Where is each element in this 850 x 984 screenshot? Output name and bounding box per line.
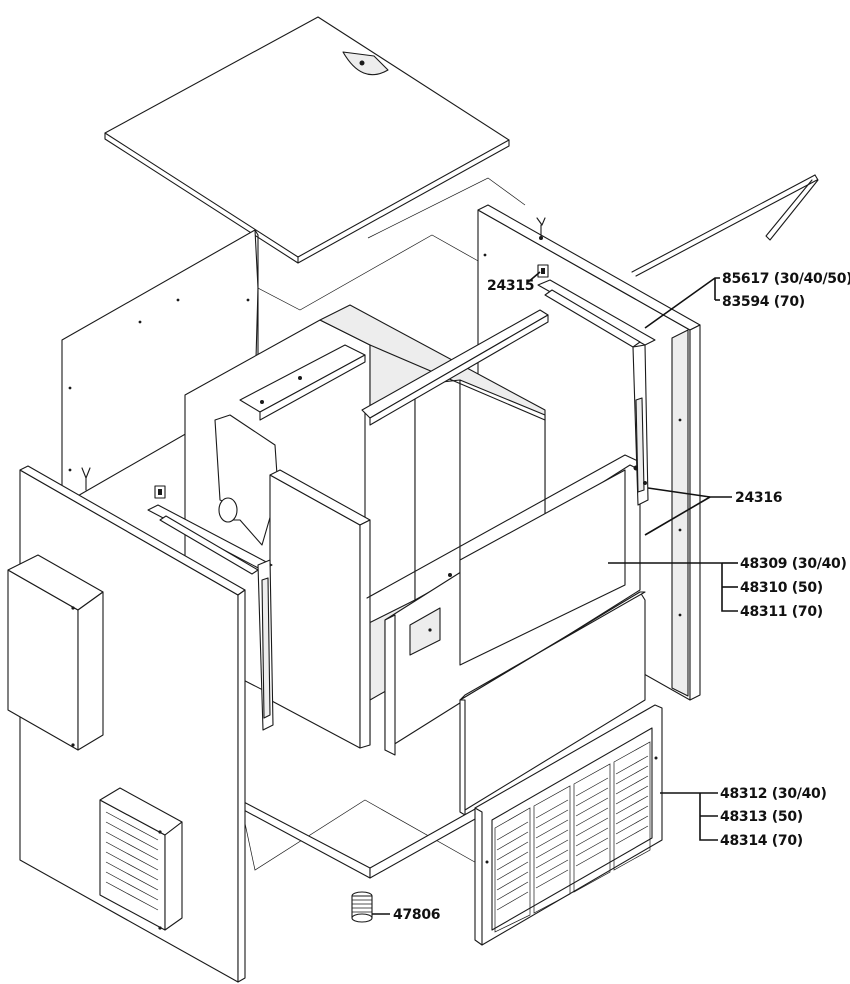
callout-48310: 48310 (50): [740, 580, 823, 596]
callout-48312: 48312 (30/40): [720, 786, 827, 802]
front-grille: [474, 704, 663, 946]
callout-48314: 48314 (70): [720, 833, 803, 849]
lower-front-panel: [459, 591, 646, 816]
callout-85617: 85617 (30/40/50): [722, 271, 850, 287]
left-hinge-bracket: [147, 504, 274, 731]
callout-48311: 48311 (70): [740, 604, 823, 620]
callout-48313: 48313 (50): [720, 809, 803, 825]
cross-braces: [239, 309, 549, 426]
base-frame: [239, 794, 501, 879]
callout-48309: 48309 (30/40): [740, 556, 847, 572]
callout-83594: 83594 (70): [722, 294, 805, 310]
callout-24315: 24315: [487, 278, 534, 294]
bin-front-panel: [366, 454, 641, 756]
callout-47806: 47806: [393, 907, 440, 923]
front-inner-panel: [269, 469, 371, 749]
leader-lines: [372, 271, 738, 915]
leg-spring: [351, 891, 373, 923]
ice-chute: [214, 414, 279, 546]
left-side-panel: [61, 229, 259, 506]
callouts: 24315 85617 (30/40/50) 83594 (70) 24316 …: [393, 271, 850, 923]
top-panel: [104, 16, 510, 264]
callout-24316: 24316: [735, 490, 782, 506]
clip-hardware: [81, 217, 549, 499]
hinge-bracket: [537, 279, 656, 506]
front-door-panel: [7, 465, 246, 983]
support-rod: [631, 174, 819, 277]
